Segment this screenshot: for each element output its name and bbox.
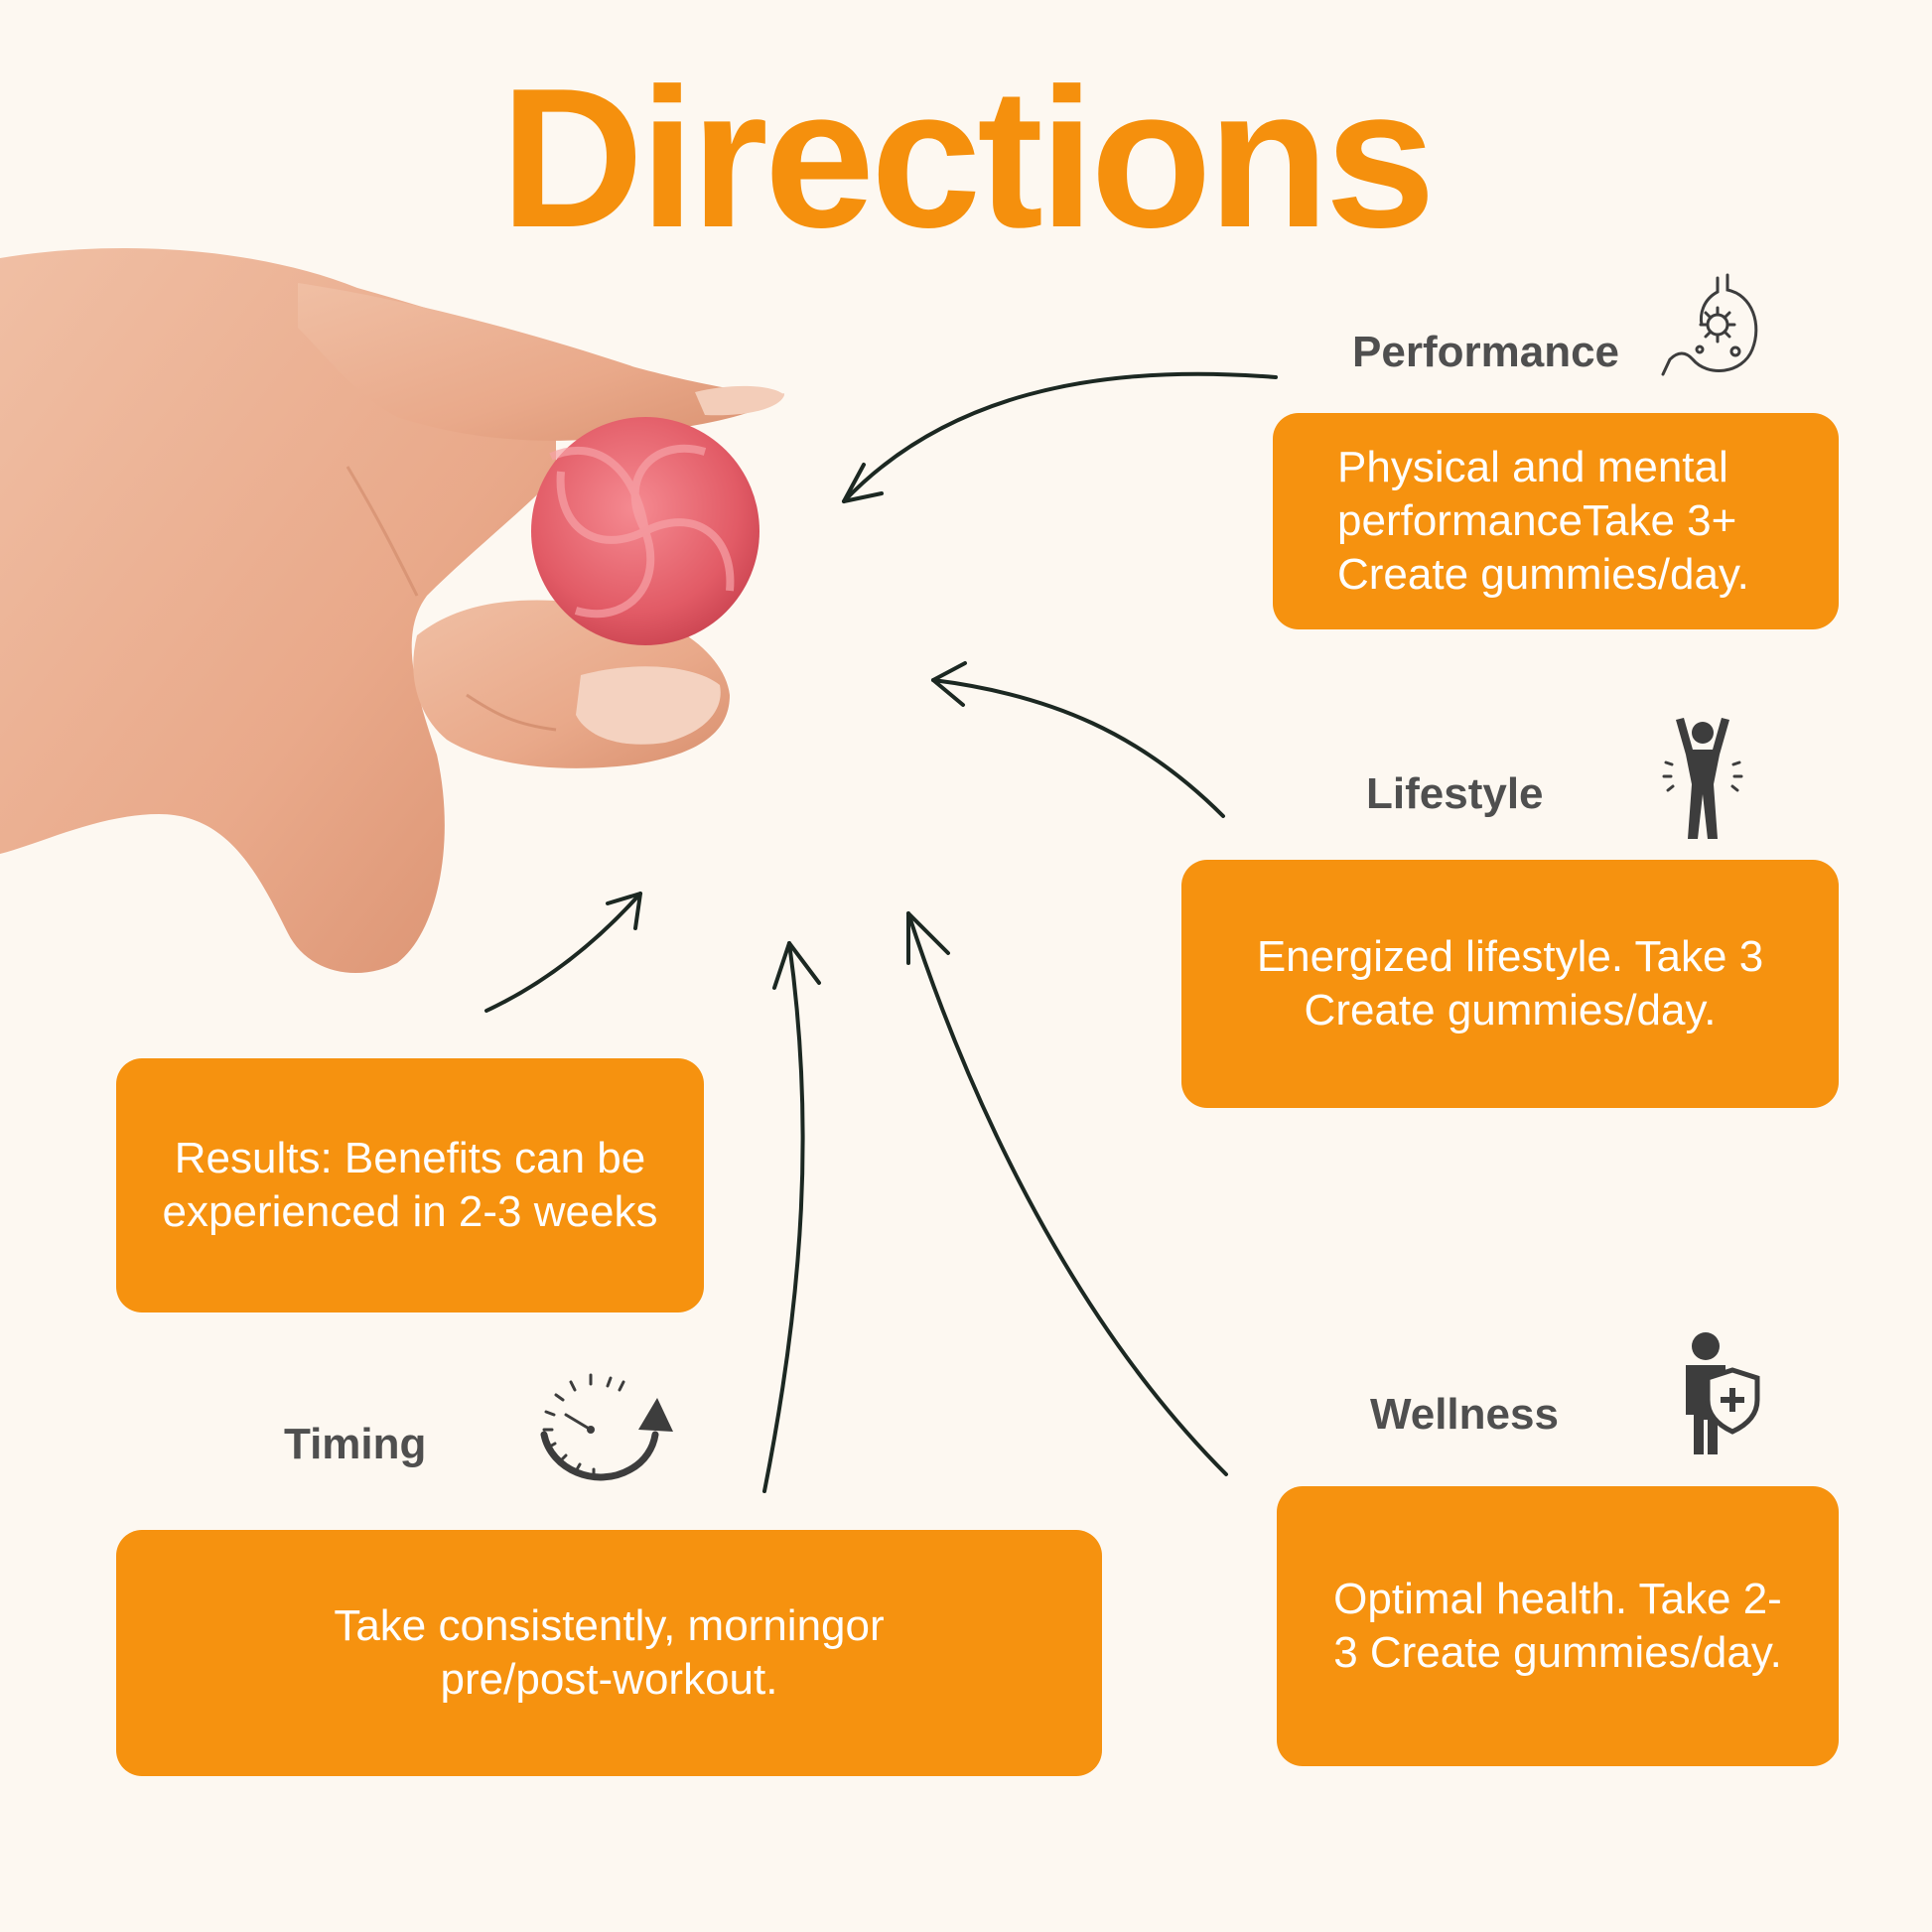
arrows	[484, 371, 1278, 1493]
index-nail	[695, 385, 784, 416]
gummy-swirl	[549, 444, 735, 619]
person-energy-icon	[1662, 718, 1743, 839]
performance-card: Physical and mental performanceTake 3+ C…	[1273, 413, 1839, 629]
arrow-timing	[762, 941, 805, 1493]
person-shield-icon	[1686, 1332, 1760, 1454]
results-card: Results: Benefits can be experienced in …	[116, 1058, 704, 1312]
lifestyle-text: Energized lifestyle. Take 3 Create gummi…	[1256, 932, 1764, 1035]
page-title: Directions	[499, 48, 1436, 269]
timing-label: Timing	[284, 1420, 427, 1468]
arrow-wellness	[906, 911, 1228, 1476]
results-text: Results: Benefits can be experienced in …	[162, 1134, 658, 1236]
arrow-results	[484, 892, 642, 1013]
wellness-card: Optimal health. Take 2-3 Create gummies/…	[1277, 1486, 1839, 1766]
lifestyle-card: Energized lifestyle. Take 3 Create gummi…	[1181, 860, 1839, 1108]
arrow-performance	[842, 371, 1278, 503]
arrow-lifestyle	[931, 678, 1225, 818]
timing-text: Take consistently, morningor pre/post-wo…	[334, 1601, 885, 1704]
thumb-nail	[576, 666, 721, 745]
performance-text: Physical and mental performanceTake 3+ C…	[1337, 443, 1749, 599]
lifestyle-label: Lifestyle	[1366, 769, 1544, 818]
timing-card: Take consistently, morningor pre/post-wo…	[116, 1530, 1102, 1776]
hand-palm	[0, 248, 556, 973]
clock-arrow-icon	[540, 1373, 673, 1481]
index-finger	[298, 283, 785, 441]
performance-label: Performance	[1352, 328, 1620, 376]
wellness-text: Optimal health. Take 2-3 Create gummies/…	[1333, 1575, 1782, 1677]
stomach-icon	[1661, 273, 1758, 376]
wellness-label: Wellness	[1370, 1390, 1559, 1439]
